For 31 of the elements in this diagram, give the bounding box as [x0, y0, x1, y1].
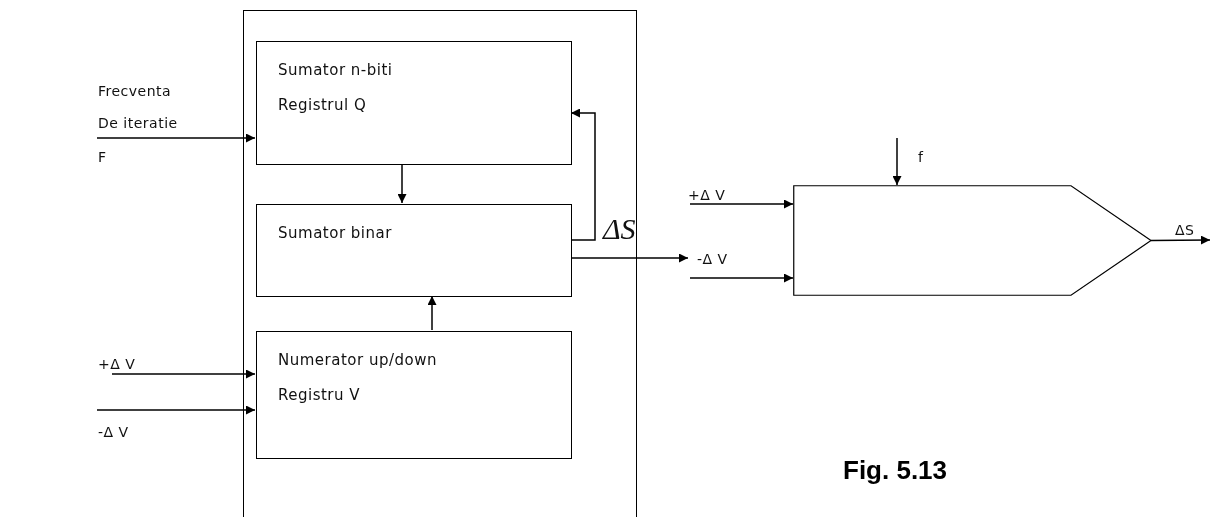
- signal-label: De iteratie: [98, 116, 178, 130]
- arrow: [1150, 235, 1211, 245]
- signal-label: -Δ V: [697, 251, 729, 267]
- signal-label: f: [918, 150, 924, 164]
- arrow: [892, 137, 902, 186]
- arrow: [689, 199, 794, 209]
- arrow: [570, 253, 689, 263]
- arrow: [397, 163, 407, 204]
- arrow: [111, 369, 256, 379]
- block-text: Numerator up/down: [278, 350, 438, 370]
- arrow: [96, 405, 256, 415]
- arrow: [427, 295, 437, 331]
- block-box: [256, 41, 572, 165]
- arrow: [96, 133, 256, 143]
- enclosure-box: [243, 10, 637, 517]
- block-text: Sumator binar: [278, 223, 393, 243]
- signal-label: ΔS: [603, 214, 636, 244]
- block-box: [256, 331, 572, 459]
- figure-caption: Fig. 5.13: [843, 455, 948, 486]
- signal-label: -Δ V: [98, 425, 129, 439]
- block-text: Registrul Q: [278, 95, 368, 115]
- signal-label: Frecventa: [98, 84, 172, 98]
- signal-label: ΔS: [1175, 222, 1196, 238]
- signal-label: +Δ V: [688, 187, 727, 203]
- arrow: [689, 273, 794, 283]
- block-text: Sumator n-biti: [278, 60, 394, 80]
- arrow: [570, 108, 596, 241]
- block-text: Registru V: [278, 385, 362, 405]
- signal-label: F: [98, 150, 107, 164]
- block-box: [256, 204, 572, 297]
- signal-label: +Δ V: [98, 356, 137, 372]
